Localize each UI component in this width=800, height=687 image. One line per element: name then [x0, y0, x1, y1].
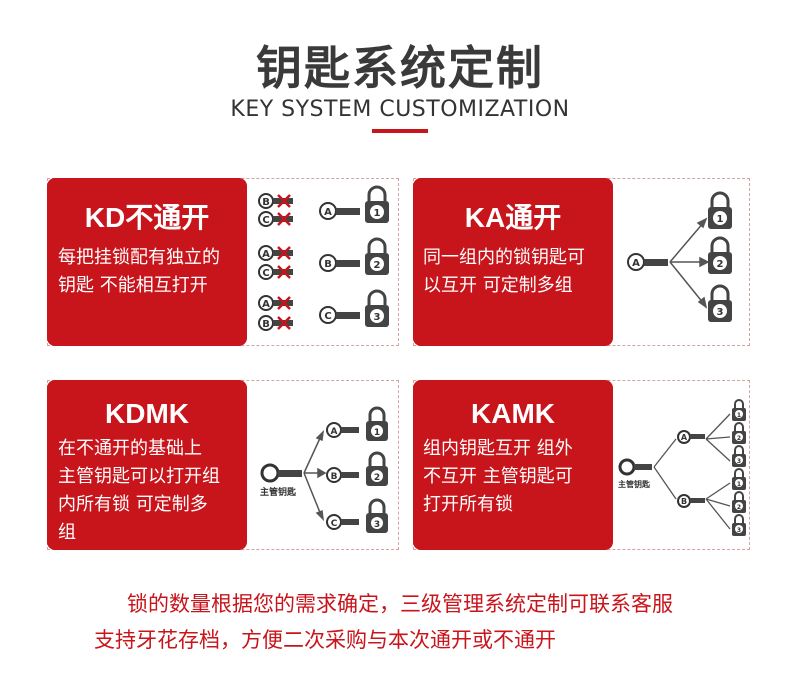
lock-2: 2 [708, 236, 732, 274]
card-ka-title: KA通开 [464, 202, 562, 233]
svg-text:3: 3 [374, 520, 380, 530]
lock-1: 1 [708, 191, 732, 229]
card-kd: KD不通开 每把挂锁配有独立的 钥匙 不能相互打开 B C A 1 A C B … [47, 178, 399, 346]
lock-3: 3 [365, 289, 389, 327]
lock-1: 1 [365, 185, 389, 223]
card-kd-desc: 每把挂锁配有独立的 钥匙 不能相互打开 [58, 247, 220, 296]
crossed-key-a: A [258, 295, 293, 311]
card-ka: KA通开 同一组内的锁钥匙可 以互开 可定制多组 A 1 2 3 [413, 178, 750, 346]
card-kdmk-title: KDMK [105, 398, 189, 429]
card-kd-panel: KD不通开 每把挂锁配有独立的 钥匙 不能相互打开 [47, 178, 247, 346]
svg-text:A: A [681, 433, 688, 442]
key-b: B [326, 467, 359, 483]
lock-2: 2 [366, 451, 388, 486]
master-key-label: 主管钥匙 [260, 486, 297, 498]
page-subtitle: KEY SYSTEM CUSTOMIZATION [230, 97, 570, 122]
svg-text:A: A [324, 207, 332, 218]
card-ka-desc: 同一组内的锁钥匙可 以互开 可定制多组 [423, 247, 585, 296]
card-kdmk-desc: 在不通开的基础上 主管钥匙可以打开组 内所有锁 可定制多 组 [58, 438, 220, 543]
lock-1: 1 [732, 399, 746, 421]
svg-text:C: C [324, 311, 331, 322]
svg-text:C: C [262, 268, 269, 279]
svg-text:B: B [324, 259, 332, 270]
lock-2: 2 [732, 491, 746, 513]
key-c: C [319, 306, 360, 324]
key-c: C [326, 514, 359, 530]
arrows [653, 413, 731, 530]
page-title: 钥匙系统定制 [256, 41, 544, 95]
card-kamk-desc: 组内钥匙互开 组外 不互开 主管钥匙可 打开所有锁 [423, 438, 573, 515]
svg-text:1: 1 [737, 412, 741, 419]
lock-3: 3 [732, 445, 746, 467]
crossed-key-b: B [258, 315, 293, 331]
card-kamk-title: KAMK [471, 398, 555, 429]
key-b: B [319, 254, 360, 272]
crossed-key-c: C [258, 264, 293, 280]
key-b: B [677, 494, 705, 508]
key-a: A [319, 202, 360, 220]
key-a: A [627, 253, 668, 271]
svg-text:B: B [681, 497, 687, 506]
lock-1: 1 [732, 468, 746, 490]
svg-text:2: 2 [737, 504, 741, 511]
footer-line-1: 锁的数量根据您的需求确定，三级管理系统定制可联系客服 [127, 592, 673, 616]
svg-text:B: B [262, 319, 270, 330]
key-a: A [326, 422, 359, 438]
crossed-key-b: B [258, 193, 293, 209]
crossed-key-c: C [258, 211, 293, 227]
master-key-icon [260, 463, 302, 483]
title-underline [372, 129, 428, 133]
footer-line-2: 支持牙花存档，方便二次采购与本次通开或不通开 [94, 628, 556, 652]
svg-text:2: 2 [737, 435, 741, 442]
svg-text:3: 3 [374, 312, 381, 323]
svg-text:A: A [262, 299, 270, 310]
svg-text:A: A [331, 427, 338, 437]
card-kdmk: KDMK 在不通开的基础上 主管钥匙可以打开组 内所有锁 可定制多 组 主管钥匙… [47, 380, 399, 550]
ka-diagram: A 1 2 3 [627, 191, 732, 322]
card-kamk: KAMK 组内钥匙互开 组外 不互开 主管钥匙可 打开所有锁 主管钥匙 A B … [413, 380, 750, 550]
master-key-icon [618, 458, 652, 476]
svg-text:1: 1 [717, 214, 724, 225]
svg-text:1: 1 [374, 208, 381, 219]
svg-text:3: 3 [717, 307, 724, 318]
lock-3: 3 [708, 284, 732, 322]
crossed-key-a: A [258, 245, 293, 261]
svg-text:C: C [262, 215, 269, 226]
svg-text:2: 2 [374, 473, 380, 483]
card-kamk-panel: KAMK 组内钥匙互开 组外 不互开 主管钥匙可 打开所有锁 [413, 380, 613, 550]
card-kdmk-panel: KDMK 在不通开的基础上 主管钥匙可以打开组 内所有锁 可定制多 组 [47, 380, 247, 550]
card-kd-title: KD不通开 [84, 202, 210, 233]
arrows [303, 429, 327, 522]
svg-text:3: 3 [737, 458, 741, 465]
svg-text:1: 1 [374, 428, 380, 438]
svg-text:A: A [262, 249, 270, 260]
svg-text:2: 2 [374, 260, 381, 271]
card-ka-panel: KA通开 同一组内的锁钥匙可 以互开 可定制多组 [413, 178, 613, 346]
master-key-label: 主管钥匙 [618, 479, 651, 489]
key-a: A [677, 430, 705, 444]
svg-text:B: B [331, 472, 338, 482]
svg-text:C: C [331, 519, 338, 529]
lock-2: 2 [732, 422, 746, 444]
svg-text:3: 3 [737, 527, 741, 534]
kd-diagram: B C A 1 A C B 2 A B C 3 [258, 185, 389, 331]
svg-text:B: B [262, 197, 270, 208]
svg-text:1: 1 [737, 481, 741, 488]
svg-text:2: 2 [717, 259, 724, 270]
lock-2: 2 [365, 237, 389, 275]
lock-1: 1 [366, 406, 388, 441]
arrows [669, 217, 710, 309]
svg-text:A: A [632, 258, 640, 269]
lock-3: 3 [732, 514, 746, 536]
kdmk-diagram: 主管钥匙 A 1 B 2 C 3 [260, 406, 388, 533]
lock-3: 3 [366, 498, 388, 533]
kamk-diagram: 主管钥匙 A B 1 2 3 1 2 3 [618, 399, 746, 536]
